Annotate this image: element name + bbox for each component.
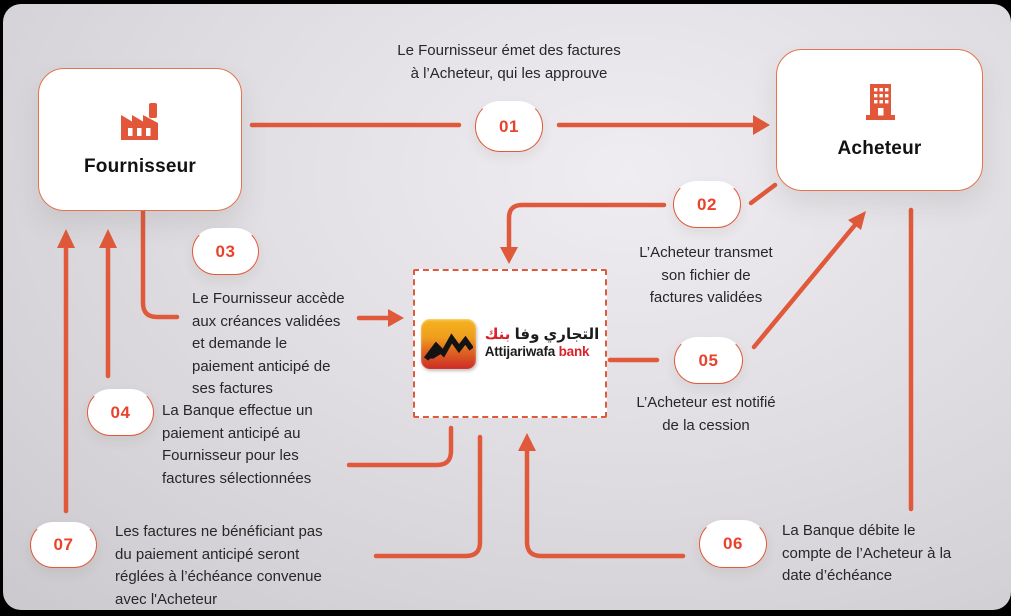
step-badge-04: 04 [87,389,154,436]
node-acheteur: Acheteur [776,49,983,191]
arrowhead-06-up [518,433,536,451]
bank-latin-bank: bank [558,344,590,360]
bank-logo-icon [420,318,476,369]
bank-arabic-name: التجاري وفا بنك [485,326,600,345]
step-text-03: Le Fournisseur accède aux créances valid… [192,290,345,397]
step-number-01: 01 [498,116,520,136]
bank-node: التجاري وفا بنك Attijariwafa bank [413,269,607,418]
step-text-01: Le Fournisseur émet des factures à l’Ach… [397,42,621,82]
step-text-02: L’Acheteur transmet son fichier de factu… [639,244,773,306]
step-text-04: La Banque effectue un paiement anticipé … [162,402,313,487]
flow-line-02-stub [748,182,778,206]
flow-line-06-elbow [524,448,686,559]
step-number-07: 07 [53,535,74,554]
bank-arabic-main: التجاري وفا [514,325,600,343]
bank-logo-text: التجاري وفا بنك Attijariwafa bank [485,326,600,362]
step-text-07: Les factures ne bénéficiant pas du paiem… [115,523,323,608]
bank-latin-main: Attijariwafa [484,344,556,360]
step-number-03: 03 [215,241,236,261]
arrowhead-04-up [99,229,117,248]
step-badge-02: 02 [673,181,741,228]
bank-zigzag-icon [424,332,474,361]
flow-line-07-elbow [373,434,483,559]
step-badge-05: 05 [674,337,743,384]
flow-line-02-down [506,202,667,250]
factory-icon [121,103,158,140]
arrowhead-01-right [753,115,770,135]
building-icon [865,83,895,120]
step-badge-07: 07 [30,522,97,568]
bank-arabic-bank: بنك [484,325,511,343]
step-text-05: L’Acheteur est notifié de la cession [636,394,776,434]
step-text-06: La Banque débite le compte de l’Acheteur… [782,522,952,584]
step-badge-03: 03 [192,228,259,275]
bank-latin-name: Attijariwafa bank [485,344,600,361]
step-number-05: 05 [698,350,719,370]
step-badge-06: 06 [699,520,767,568]
acheteur-label: Acheteur [837,137,922,159]
flow-line-03-elbow [140,207,180,320]
arrowhead-07-up [57,229,75,248]
step-number-02: 02 [696,194,718,214]
step-number-04: 04 [110,402,131,422]
node-fournisseur: Fournisseur [38,68,242,211]
arrowhead-05-diagonal [848,211,866,230]
diagram-canvas: Fournisseur Acheteur [3,4,1011,610]
step-number-06: 06 [722,534,744,553]
fournisseur-label: Fournisseur [84,156,196,177]
arrowhead-02-down [500,247,518,264]
step-badge-01: 01 [475,101,543,152]
